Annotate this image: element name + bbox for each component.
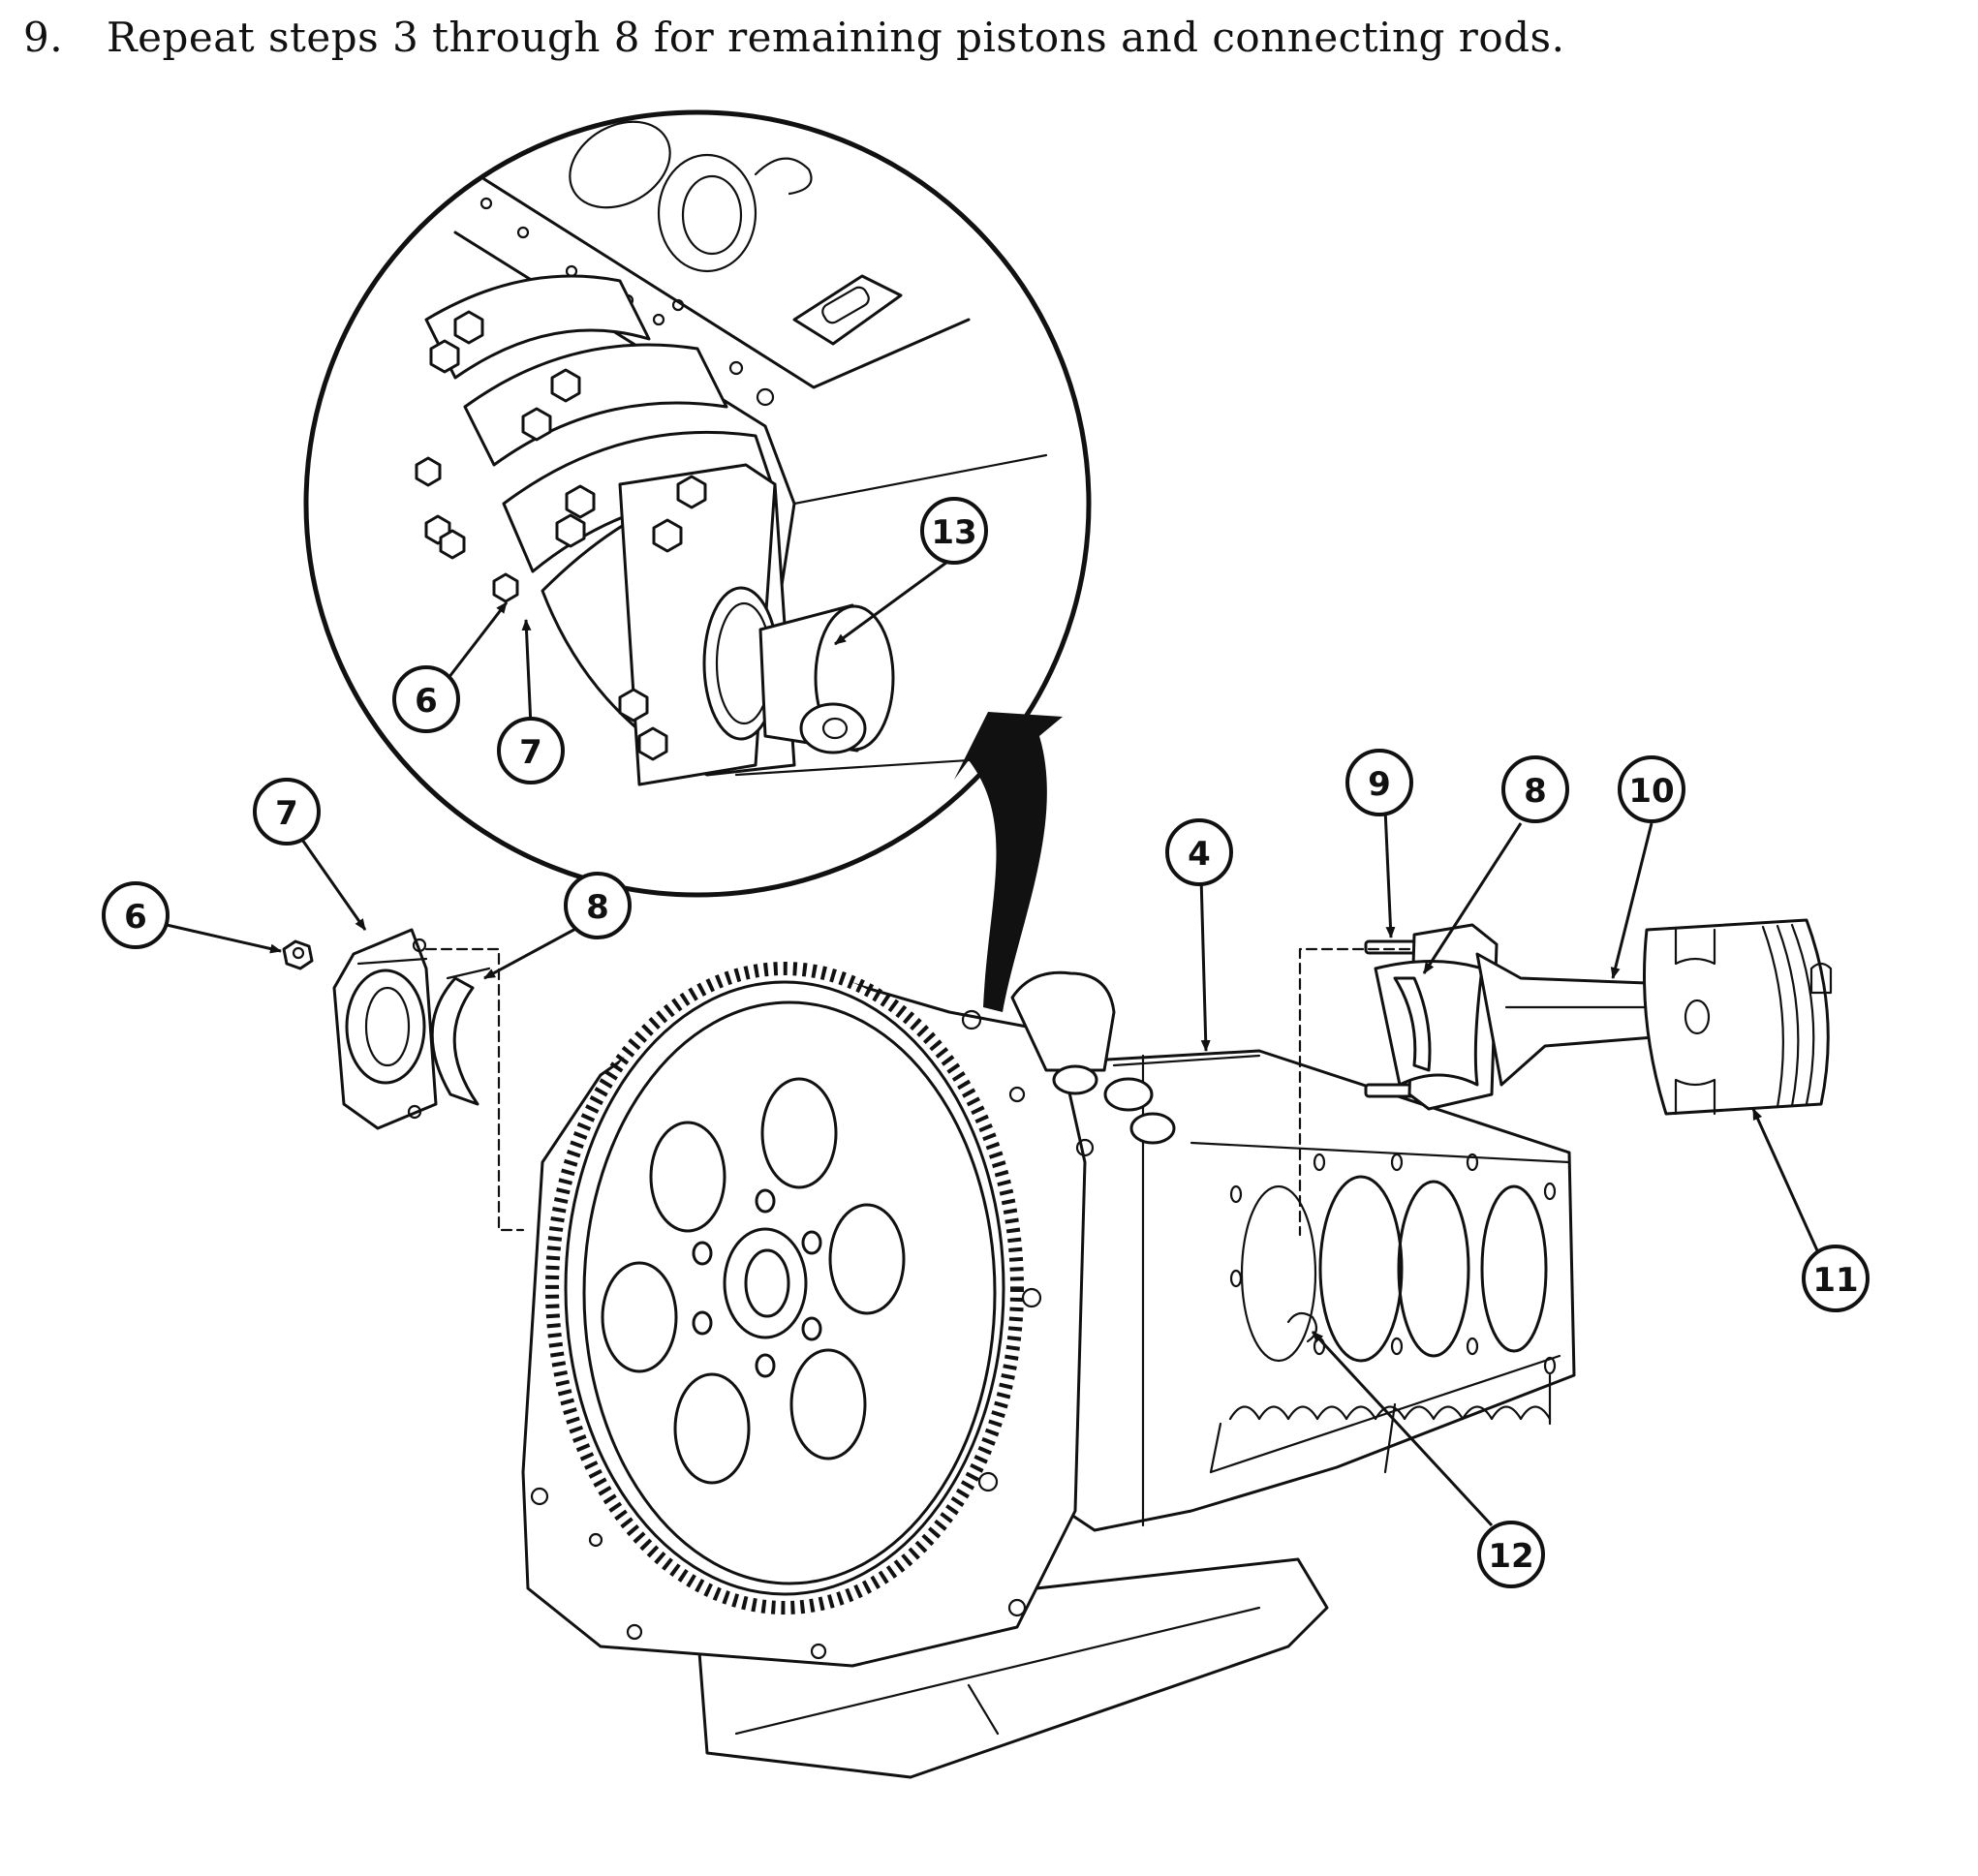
svg-text:7: 7 <box>519 733 542 772</box>
leader-lines <box>166 555 1823 1527</box>
callout-6-inset: 6 <box>392 665 460 733</box>
detail-inset <box>303 109 1092 898</box>
step-number: 9. <box>23 14 64 61</box>
svg-text:7: 7 <box>275 794 298 833</box>
callout-8-right: 8 <box>1501 755 1569 823</box>
callout-9: 9 <box>1345 749 1413 816</box>
engine-block <box>521 962 1576 1779</box>
bearing-cap-left <box>282 928 525 1232</box>
callout-7-inset: 7 <box>497 717 565 784</box>
svg-text:13: 13 <box>931 513 976 552</box>
svg-text:8: 8 <box>586 888 609 927</box>
callout-8-left: 8 <box>564 872 632 939</box>
callout-6: 6 <box>102 881 170 949</box>
callout-10: 10 <box>1618 755 1685 823</box>
svg-text:4: 4 <box>1188 835 1211 874</box>
step-instruction: 9. Repeat steps 3 through 8 for remaining… <box>23 14 1564 61</box>
callout-12: 12 <box>1477 1521 1545 1588</box>
callout-4: 4 <box>1165 818 1233 886</box>
svg-text:12: 12 <box>1488 1537 1533 1576</box>
magnify-arrow-icon <box>954 712 1063 1012</box>
svg-text:10: 10 <box>1628 772 1674 811</box>
svg-text:9: 9 <box>1368 765 1391 804</box>
callout-13: 13 <box>920 497 988 565</box>
callout-7: 7 <box>253 778 321 846</box>
svg-text:11: 11 <box>1812 1261 1858 1300</box>
svg-text:6: 6 <box>415 682 438 721</box>
svg-text:8: 8 <box>1524 772 1547 811</box>
svg-text:6: 6 <box>124 898 147 937</box>
connecting-rod-assembly <box>1286 918 1833 1343</box>
step-text: Repeat steps 3 through 8 for remaining p… <box>107 14 1565 61</box>
callout-11: 11 <box>1802 1245 1870 1312</box>
